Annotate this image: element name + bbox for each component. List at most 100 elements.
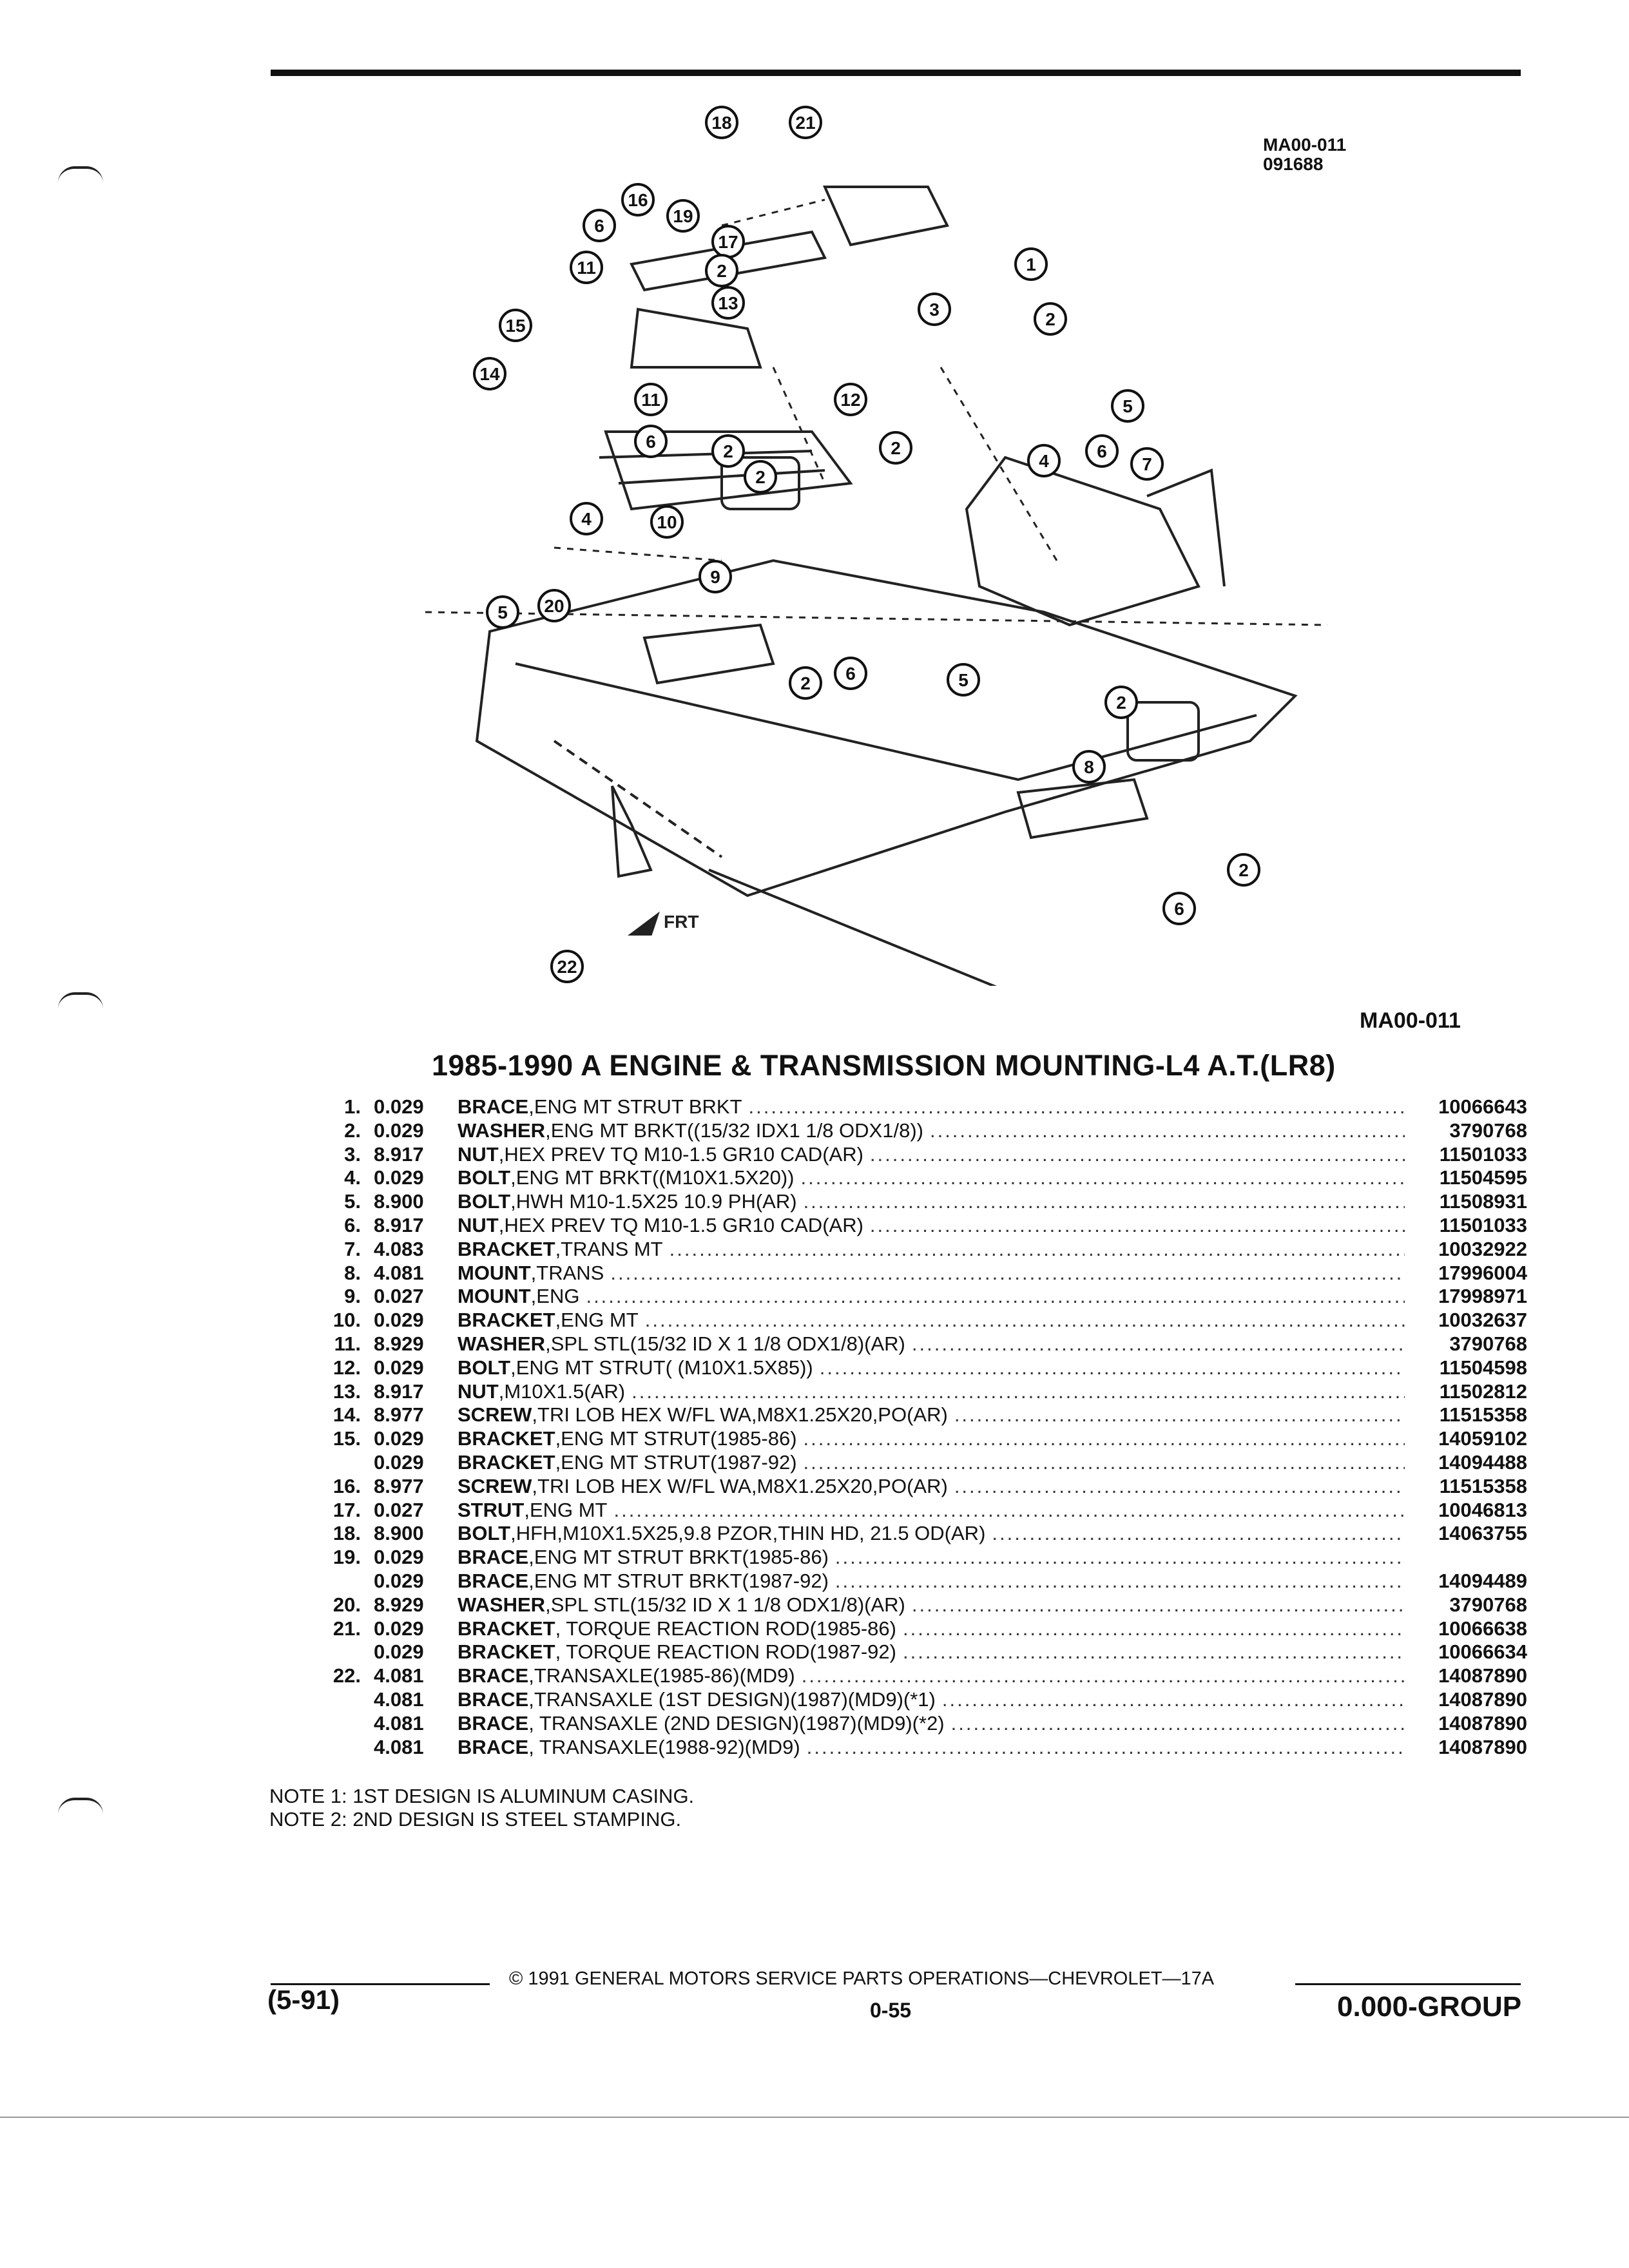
catalog-level: 0.027: [374, 1285, 424, 1308]
front-direction-label: FRT: [664, 912, 699, 932]
callout-bubble: 2: [744, 460, 777, 494]
callout-number: 18: [711, 113, 731, 133]
part-number: 10046813: [1438, 1498, 1527, 1521]
callout-number: 7: [1142, 454, 1152, 474]
part-name: BRACE: [458, 1569, 529, 1592]
callout-bubble: 19: [666, 199, 700, 233]
part-description: NUT,M10X1.5(AR): [458, 1380, 1405, 1404]
callout-number: 13: [718, 293, 738, 313]
part-number: 11508931: [1439, 1190, 1527, 1213]
callout-bubble: 3: [918, 293, 951, 326]
callout-circle: [789, 666, 822, 700]
callout-bubble: 15: [499, 309, 532, 342]
catalog-level: 4.081: [374, 1687, 424, 1711]
callout-circle: [1034, 302, 1067, 336]
part-number: 3790768: [1449, 1332, 1527, 1355]
catalog-level: 8.917: [374, 1142, 424, 1166]
callout-number: 5: [497, 602, 508, 622]
part-row: 22.4.081BRACE,TRANSAXLE(1985-86)(MD9)140…: [303, 1664, 1527, 1688]
footer-rule-right: [1295, 1983, 1521, 1985]
callout-bubble: 10: [650, 505, 684, 539]
part-description: NUT,HEX PREV TQ M10-1.5 GR10 CAD(AR): [458, 1143, 1405, 1167]
part-number: 11501033: [1439, 1213, 1527, 1236]
callout-number: 2: [717, 261, 727, 281]
part-description: BRACKET, TORQUE REACTION ROD(1985-86): [458, 1617, 1405, 1641]
part-name: BOLT: [458, 1356, 511, 1379]
item-number: 10.: [333, 1309, 361, 1332]
part-name: BRACE: [458, 1095, 529, 1118]
part-spec: ,TRANSAXLE(1985-86)(MD9): [528, 1664, 795, 1687]
callout-bubble: 2: [705, 254, 738, 287]
item-number: 14.: [333, 1403, 361, 1427]
part-description: NUT,HEX PREV TQ M10-1.5 GR10 CAD(AR): [458, 1214, 1405, 1238]
callout-number: 4: [581, 509, 592, 529]
callout-bubble: 2: [1227, 853, 1260, 887]
part-number: 11515358: [1439, 1403, 1527, 1427]
part-spec: ,ENG MT: [555, 1309, 639, 1332]
callout-bubble: 8: [1072, 750, 1106, 783]
callout-circle: [1162, 892, 1196, 925]
part-name: NUT: [458, 1142, 499, 1166]
callout-circle: [711, 434, 745, 468]
callout-circle: [666, 199, 700, 233]
top-rule: [271, 70, 1521, 76]
part-number: 3790768: [1449, 1119, 1527, 1142]
catalog-level: 8.929: [374, 1332, 424, 1355]
dot-leader: [954, 1475, 1405, 1499]
part-name: BRACE: [458, 1687, 529, 1711]
part-name: BRACKET: [458, 1640, 555, 1664]
part-spec: ,TRANS MT: [555, 1237, 663, 1260]
part-description: MOUNT,TRANS: [458, 1262, 1405, 1285]
part-description: BOLT,ENG MT STRUT( (M10X1.5X85)): [458, 1356, 1405, 1380]
callout-number: 2: [800, 673, 811, 693]
catalog-level: 0.029: [374, 1356, 424, 1379]
callout-bubble: 11: [634, 383, 668, 416]
catalog-level: 0.029: [374, 1617, 424, 1640]
part-name: MOUNT: [458, 1285, 531, 1308]
callout-number: 6: [1097, 441, 1107, 461]
drawing-code: MA00-011 091688: [1263, 135, 1346, 174]
group-number: 0.000-GROUP: [1337, 1991, 1522, 2023]
part-spec: ,HEX PREV TQ M10-1.5 GR10 CAD(AR): [498, 1213, 863, 1236]
part-name: BRACE: [458, 1735, 529, 1758]
part-description: BOLT,HFH,M10X1.5X25,9.8 PZOR,THIN HD, 21…: [458, 1522, 1405, 1546]
catalog-level: 4.081: [374, 1711, 424, 1735]
part-number: 11504598: [1439, 1356, 1527, 1379]
part-name: NUT: [458, 1213, 499, 1236]
part-number: 14059102: [1438, 1427, 1527, 1450]
item-number: 16.: [333, 1474, 361, 1497]
item-number: 2.: [344, 1119, 361, 1142]
callout-bubble: 17: [711, 225, 745, 258]
part-spec: ,SPL STL(15/32 ID X 1 1/8 ODX1/8)(AR): [545, 1332, 905, 1355]
dot-leader: [903, 1617, 1405, 1641]
callout-circle: [650, 505, 684, 539]
catalog-level: 0.029: [374, 1309, 424, 1332]
part-spec: ,ENG MT: [524, 1498, 608, 1521]
item-number: 5.: [344, 1190, 361, 1213]
callout-bubble: 7: [1130, 447, 1164, 481]
callout-bubble: 2: [879, 431, 912, 465]
callout-number: 6: [1174, 899, 1184, 919]
part-name: NUT: [458, 1379, 499, 1403]
callout-bubble: 11: [570, 251, 603, 284]
item-number: 17.: [333, 1498, 361, 1521]
part-spec: ,TRI LOB HEX W/FL WA,M8X1.25X20,PO(AR): [532, 1403, 948, 1427]
part-spec: ,ENG: [530, 1285, 580, 1308]
callout-bubble: 22: [550, 950, 584, 983]
part-description: SCREW,TRI LOB HEX W/FL WA,M8X1.25X20,PO(…: [458, 1403, 1405, 1427]
part-description: BRACE,TRANSAXLE (1ST DESIGN)(1987)(MD9)(…: [458, 1688, 1405, 1712]
callout-circle: [789, 106, 822, 139]
callout-number: 6: [646, 432, 656, 452]
part-description: MOUNT,ENG: [458, 1285, 1405, 1309]
part-spec: ,HEX PREV TQ M10-1.5 GR10 CAD(AR): [498, 1142, 863, 1166]
drawing-code-line1: MA00-011: [1263, 135, 1347, 155]
dot-leader: [820, 1356, 1405, 1380]
part-spec: ,ENG MT STRUT( (M10X1.5X85)): [510, 1356, 813, 1379]
item-number: 7.: [344, 1237, 361, 1260]
